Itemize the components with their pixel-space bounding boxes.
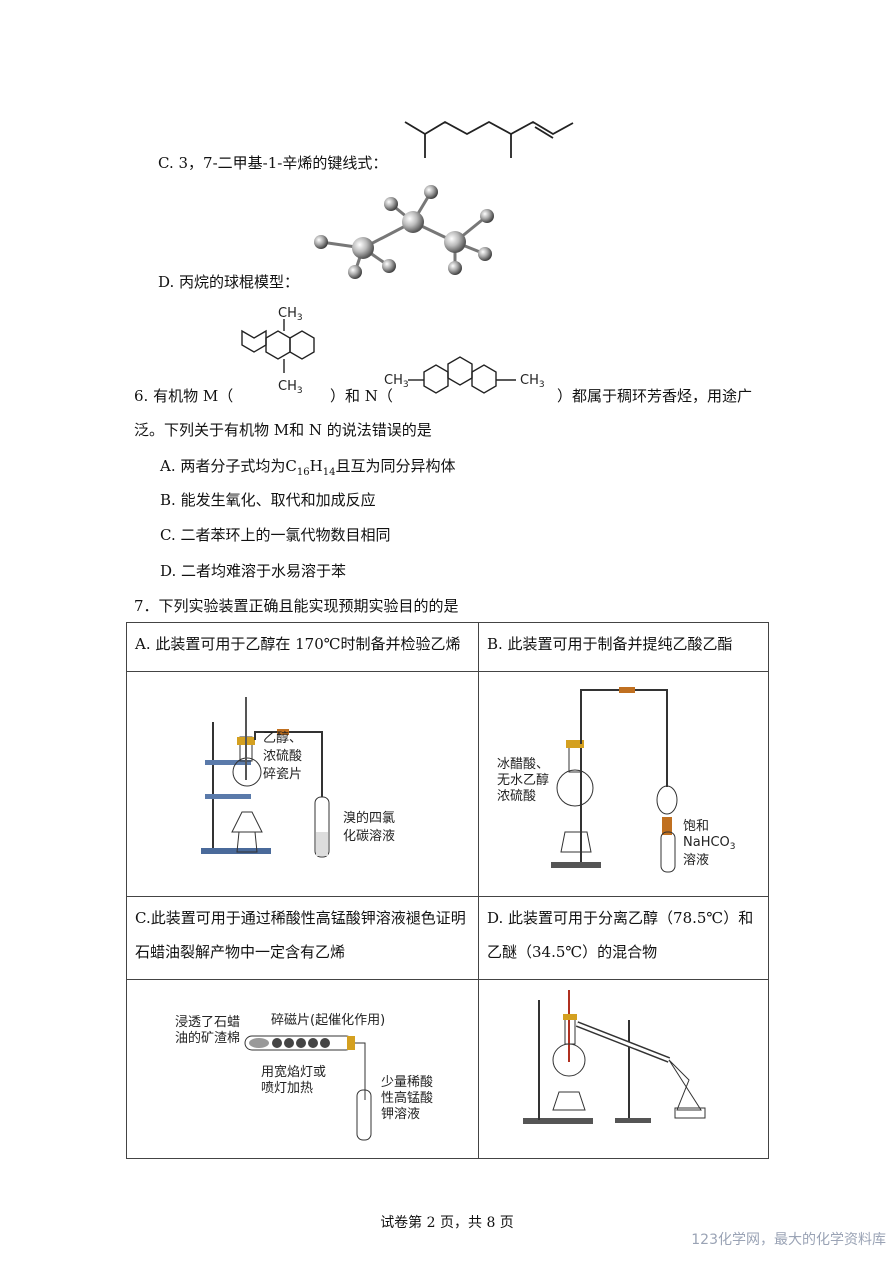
cell-d-figure xyxy=(478,979,769,1159)
n-ch3-left: CH3 xyxy=(384,373,409,390)
molecule-n-image: CH3 CH3 xyxy=(384,356,545,394)
label-b2: 无水乙醇 xyxy=(497,772,549,788)
cell-b-header: B. 此装置可用于制备并提纯乙酸乙酯 xyxy=(478,622,769,672)
q6-stem-line2: 泛。下列关于有机物 M和 N 的说法错误的是 xyxy=(134,421,432,439)
apparatus-a-image: 乙醇、 浓硫酸 碎瓷片 溴的四氯 化碳溶液 xyxy=(201,697,395,858)
apparatus-d-image xyxy=(523,990,706,1124)
m-ch3-top: CH3 xyxy=(278,306,303,323)
option-c-text: C. 3，7-二甲基-1-辛烯的键线式： xyxy=(158,154,388,172)
label-b1: 冰醋酸、 xyxy=(497,756,549,772)
cell-a-header: A. 此装置可用于乙醇在 170℃时制备并检验乙烯 xyxy=(126,622,479,672)
q6-stem-part2: ）和 N（ xyxy=(330,387,393,405)
q6-option-b: B. 能发生氧化、取代和加成反应 xyxy=(160,491,376,509)
label-c7: 性高锰酸 xyxy=(381,1090,433,1106)
label-c2: 油的矿渣棉 xyxy=(175,1030,240,1046)
label-c5: 喷灯加热 xyxy=(261,1081,313,1096)
q6-option-c: C. 二者苯环上的一氯代物数目相同 xyxy=(160,526,391,544)
m-ch3-bottom: CH3 xyxy=(278,379,303,396)
cell-c-header: C.此装置可用于通过稀酸性高锰酸钾溶液褪色证明石蜡油裂解产物中一定含有乙烯 xyxy=(126,896,479,980)
label-a3: 碎瓷片 xyxy=(263,767,302,782)
label-a2: 浓硫酸 xyxy=(263,749,302,764)
label-a4: 溴的四氯 xyxy=(343,810,395,826)
label-c6: 少量稀酸 xyxy=(381,1075,433,1090)
cell-c-figure: 浸透了石蜡 油的矿渣棉 碎磁片(起催化作用) 用宽焰灯或 喷灯加热 少量稀酸 性… xyxy=(126,979,479,1159)
apparatus-c-image: 浸透了石蜡 油的矿渣棉 碎磁片(起催化作用) 用宽焰灯或 喷灯加热 少量稀酸 性… xyxy=(175,1013,433,1141)
q6-stem-part1: 6. 有机物 M（ xyxy=(134,387,234,405)
label-c1: 浸透了石蜡 xyxy=(175,1015,240,1030)
cell-d-header: D. 此装置可用于分离乙醇（78.5℃）和乙醚（34.5℃）的混合物 xyxy=(478,896,769,980)
label-c8: 钾溶液 xyxy=(381,1107,420,1122)
q7-table: A. 此装置可用于乙醇在 170℃时制备并检验乙烯 B. 此装置可用于制备并提纯… xyxy=(126,622,769,1159)
label-c3: 碎磁片(起催化作用) xyxy=(271,1013,385,1028)
cell-b-figure: 冰醋酸、 无水乙醇 浓硫酸 饱和 NaHCO3 溶液 xyxy=(478,671,769,897)
label-b6: 溶液 xyxy=(683,853,709,868)
option-d-text: D. 丙烷的球棍模型： xyxy=(158,273,300,291)
q6-option-a: A. 两者分子式均为C16H14且互为同分异构体 xyxy=(160,457,456,478)
page-footer: 试卷第 2 页，共 8 页 xyxy=(380,1215,514,1231)
n-ch3-right: CH3 xyxy=(520,373,545,390)
cell-a-figure: 乙醇、 浓硫酸 碎瓷片 溴的四氯 化碳溶液 xyxy=(126,671,479,897)
q6-option-d: D. 二者均难溶于水易溶于苯 xyxy=(160,562,347,580)
label-b5: NaHCO3 xyxy=(683,835,736,852)
label-b4: 饱和 xyxy=(683,819,709,834)
label-a1: 乙醇、 xyxy=(263,730,302,746)
q7-stem: 7．下列实验装置正确且能实现预期实验目的的是 xyxy=(134,597,459,615)
apparatus-b-image: 冰醋酸、 无水乙醇 浓硫酸 饱和 NaHCO3 溶液 xyxy=(497,687,736,873)
skeletal-formula-image xyxy=(404,120,574,158)
watermark: 123化学网，最大的化学资料库 xyxy=(691,1232,886,1248)
label-c4: 用宽焰灯或 xyxy=(261,1064,326,1080)
molecule-m-image: CH3 CH3 xyxy=(241,306,315,396)
ball-stick-model-image xyxy=(314,185,494,279)
label-a5: 化碳溶液 xyxy=(343,829,395,844)
q6-stem-part3: ）都属于稠环芳香烃，用途广 xyxy=(557,387,753,405)
label-b3: 浓硫酸 xyxy=(497,789,536,804)
